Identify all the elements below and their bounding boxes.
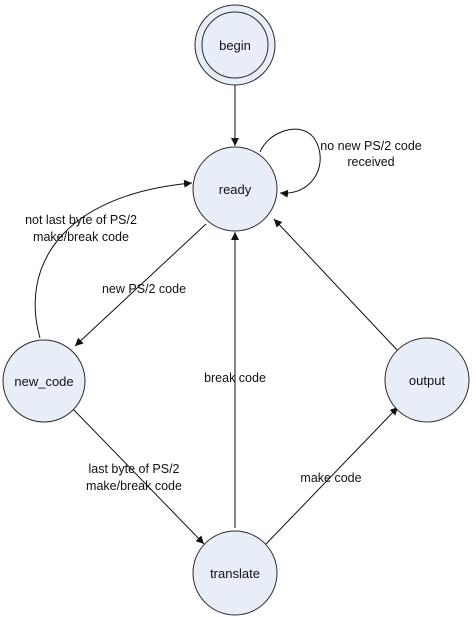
node-output-label: output (409, 373, 446, 388)
node-translate-circle (192, 530, 278, 616)
edge-label-not-last-byte-line2: make/break code (33, 230, 129, 244)
node-translate-label: translate (210, 566, 260, 581)
edge-label-not-last-byte-line1: not last byte of PS/2 (25, 213, 137, 227)
node-ready: ready (192, 146, 278, 232)
edge-label-not-last-byte: not last byte of PS/2 make/break code (25, 213, 137, 244)
node-begin-inner-circle (201, 11, 269, 79)
edge-label-self-loop: no new PS/2 code received (320, 139, 422, 169)
edge-new-code-to-ready (34, 179, 193, 339)
edge-output-to-ready (273, 218, 399, 352)
node-new-code: new_code (2, 339, 86, 423)
node-ready-circle (192, 146, 278, 232)
edge-ready-to-new-code (74, 223, 207, 347)
edge-label-break-code: break code (204, 371, 266, 385)
node-ready-label: ready (219, 182, 252, 197)
node-begin-label: begin (219, 38, 251, 53)
edge-label-last-byte-line1: last byte of PS/2 (88, 462, 179, 476)
edge-label-make-code: make code (300, 471, 361, 485)
node-begin: begin (194, 4, 276, 86)
node-output-circle (384, 337, 470, 423)
edge-label-new-ps2-code: new PS/2 code (102, 282, 186, 296)
edge-new-code-to-translate (71, 407, 205, 545)
edge-label-self-loop-line2: received (347, 155, 394, 169)
edge-label-last-byte: last byte of PS/2 make/break code (86, 462, 182, 493)
node-output: output (384, 337, 470, 423)
node-translate: translate (192, 530, 278, 616)
node-new-code-label: new_code (14, 374, 73, 389)
edge-ready-self-loop (259, 128, 321, 198)
edge-label-self-loop-line1: no new PS/2 code (320, 139, 422, 153)
edge-label-last-byte-line2: make/break code (86, 479, 182, 493)
node-new-code-circle (2, 339, 86, 423)
edge-translate-to-output (265, 406, 399, 545)
